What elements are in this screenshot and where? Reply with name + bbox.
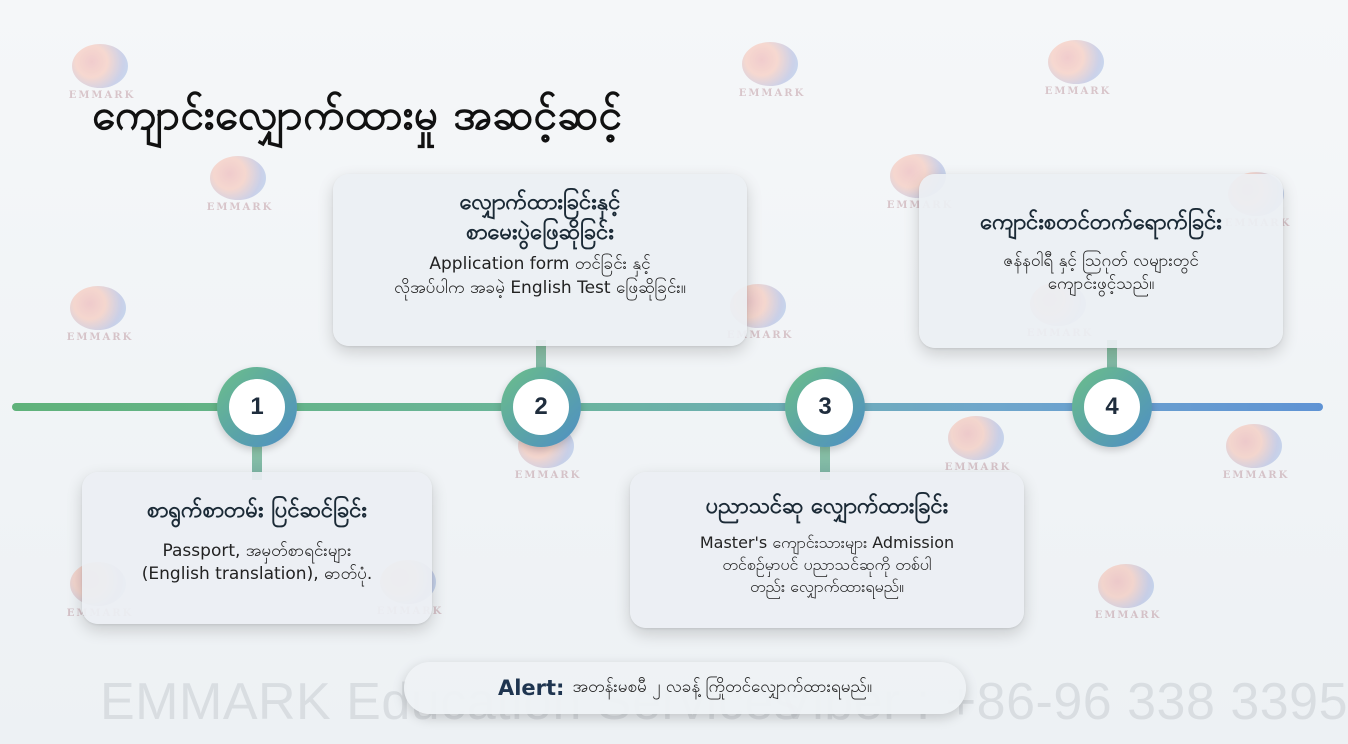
timeline-line (12, 403, 1323, 411)
step-node-2: 2 (501, 367, 581, 447)
step-card-1: စာရွက်စာတမ်း ပြင်ဆင်ခြင်း Passport, အမှတ… (82, 472, 432, 624)
step-number: 2 (513, 379, 569, 435)
alert-text: အတန်းမစမီ ၂ လခန့် ကြိုတင်လျှောက်ထားရမည်။ (572, 676, 873, 697)
step-title: ပညာသင်ဆု လျှောက်ထားခြင်း (705, 494, 949, 519)
connector-stem-1 (252, 440, 262, 480)
watermark-logo: EMMARK (930, 412, 1026, 482)
alert-banner: Alert: အတန်းမစမီ ၂ လခန့် ကြိုတင်လျှောက်ထ… (404, 662, 966, 714)
step-description: Master's ကျောင်းသားများ Admission တင်စဉ်… (699, 532, 955, 596)
step-card-4: ကျောင်းစတင်တက်ရောက်ခြင်း ဇန်နဝါရီ နှင့် … (919, 174, 1283, 348)
step-title: စာရွက်စာတမ်း ပြင်ဆင်ခြင်း (146, 498, 367, 523)
step-title: ကျောင်းစတင်တက်ရောက်ခြင်း (980, 210, 1222, 235)
step-number: 4 (1084, 379, 1140, 435)
step-description: Application form တင်ခြင်း နှင့် လိုအပ်ပါ… (394, 254, 686, 299)
page-title: ကျောင်းလျှောက်ထားမှု အဆင့်ဆင့် (92, 90, 623, 139)
step-card-3: ပညာသင်ဆု လျှောက်ထားခြင်း Master's ကျောင်… (630, 472, 1024, 628)
step-node-4: 4 (1072, 367, 1152, 447)
step-description: Passport, အမှတ်စာရင်းများ (English trans… (141, 540, 373, 585)
watermark-logo: EMMARK (724, 38, 820, 108)
step-description: ဇန်နဝါရီ နှင့် ဩဂုတ် လများတွင် ကျောင်းဖွ… (1003, 250, 1199, 295)
step-title: လျှောက်ထားခြင်းနှင့် စာမေးပွဲဖြေဆိုခြင်း (459, 190, 621, 245)
watermark-logo: EMMARK (1030, 36, 1126, 106)
step-card-2: လျှောက်ထားခြင်းနှင့် စာမေးပွဲဖြေဆိုခြင်း… (333, 174, 747, 346)
step-number: 1 (229, 379, 285, 435)
watermark-logo: EMMARK (1208, 420, 1304, 490)
watermark-logo: EMMARK (1080, 560, 1176, 630)
connector-stem-4 (1107, 340, 1117, 380)
watermark-logo: EMMARK (52, 282, 148, 352)
connector-stem-3 (820, 440, 830, 480)
watermark-logo: EMMARK (54, 40, 150, 110)
connector-stem-2 (536, 340, 546, 380)
step-node-3: 3 (785, 367, 865, 447)
step-number: 3 (797, 379, 853, 435)
step-node-1: 1 (217, 367, 297, 447)
watermark-logo: EMMARK (192, 152, 288, 222)
alert-label: Alert: (497, 676, 565, 700)
